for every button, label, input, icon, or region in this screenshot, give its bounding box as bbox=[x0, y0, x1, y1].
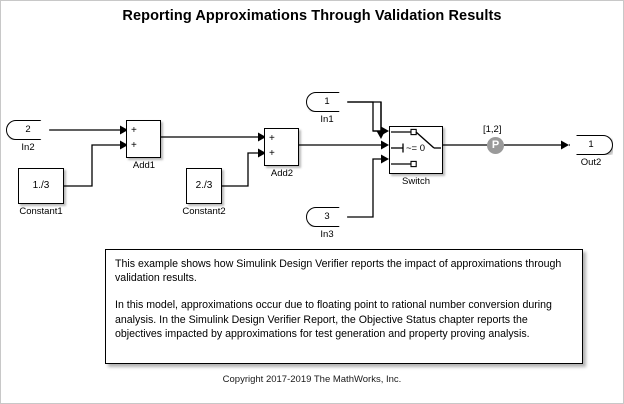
add2-sign-bottom: + bbox=[269, 148, 275, 159]
outport-out2[interactable]: 1 bbox=[569, 135, 613, 155]
page-title: Reporting Approximations Through Validat… bbox=[122, 8, 502, 24]
inport-in3[interactable]: 3 bbox=[306, 207, 348, 227]
switch-criteria-text: ~= 0 bbox=[406, 143, 426, 154]
inport-in1-label: In1 bbox=[320, 114, 334, 125]
constant2-label: Constant2 bbox=[182, 206, 226, 217]
annotation-paragraph-2: In this model, approximations occur due … bbox=[115, 299, 552, 340]
add1-label: Add1 bbox=[132, 160, 156, 171]
inport-in3-label: In3 bbox=[320, 229, 334, 240]
add1-sign-top: + bbox=[131, 125, 137, 136]
inport-in3-number: 3 bbox=[324, 211, 330, 223]
inport-in2[interactable]: 2 bbox=[6, 120, 50, 140]
add2-label: Add2 bbox=[270, 168, 294, 179]
constant1-label: Constant1 bbox=[19, 206, 63, 217]
annotation-textbox[interactable]: This example shows how Simulink Design V… bbox=[105, 249, 583, 364]
switch-label: Switch bbox=[402, 176, 430, 187]
add1-block[interactable] bbox=[126, 120, 161, 158]
add2-sign-top: + bbox=[269, 133, 275, 144]
proof-objective-label: [1,2] bbox=[483, 124, 502, 135]
proof-objective-icon[interactable]: P bbox=[487, 137, 504, 154]
constant1-value: 1./3 bbox=[32, 180, 50, 191]
constant2-block[interactable] bbox=[186, 168, 222, 204]
inport-in2-label: In2 bbox=[21, 142, 35, 153]
constant1-block[interactable] bbox=[18, 168, 64, 204]
outport-out2-number: 1 bbox=[588, 139, 594, 151]
annotation-paragraph-1: This example shows how Simulink Design V… bbox=[115, 258, 562, 285]
proof-objective-glyph: P bbox=[491, 139, 500, 151]
inport-in2-number: 2 bbox=[25, 124, 31, 136]
constant2-value: 2./3 bbox=[195, 180, 213, 191]
add1-sign-bottom: + bbox=[131, 140, 137, 151]
inport-in1[interactable]: 1 bbox=[306, 92, 348, 112]
outport-out2-label: Out2 bbox=[580, 157, 602, 168]
add2-block[interactable] bbox=[264, 128, 299, 166]
copyright-text: Copyright 2017-2019 The MathWorks, Inc. bbox=[222, 374, 402, 385]
inport-in1-number: 1 bbox=[324, 96, 330, 108]
